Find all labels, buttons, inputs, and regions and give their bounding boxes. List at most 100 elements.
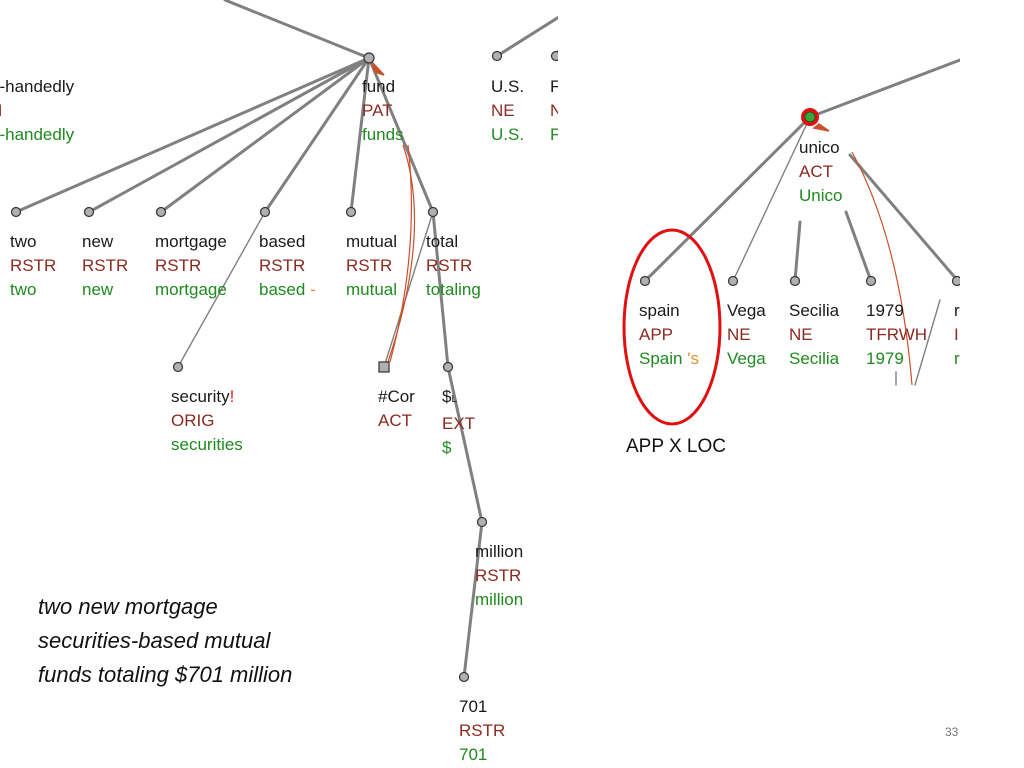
lemma: mortgage xyxy=(155,232,227,251)
edge-fund-mutual xyxy=(349,56,371,214)
edge-unico-cut xyxy=(848,153,960,283)
lemma: Vega xyxy=(727,301,766,320)
form: Vega xyxy=(727,349,766,368)
edge-fund-two xyxy=(14,56,371,214)
edge-total-dollar xyxy=(431,210,450,369)
form: e-handedly xyxy=(0,125,75,144)
form-text: Spain xyxy=(639,349,683,368)
functor: NE xyxy=(727,325,751,344)
form: 1979 xyxy=(866,349,904,368)
node-secilia[interactable] xyxy=(789,275,801,287)
lemma: mutual xyxy=(346,232,398,251)
left-tree-edges xyxy=(10,0,561,683)
functor: RSTR xyxy=(155,256,202,275)
edge-fund-total xyxy=(367,56,435,214)
edge-unico-vega xyxy=(732,116,811,282)
node-million[interactable] xyxy=(476,516,488,528)
coref-arrowhead-left xyxy=(371,61,385,76)
node-label-mutual: mutual RSTR mutual xyxy=(346,230,397,302)
functor: RSTR xyxy=(475,566,522,585)
functor: EXT xyxy=(442,414,476,433)
node-label-fund: fund PAT funds xyxy=(362,75,404,147)
node-dollar[interactable] xyxy=(442,361,454,373)
form: Unico xyxy=(799,186,843,205)
sentence-caption: two new mortgage securities-based mutual… xyxy=(38,590,368,692)
lemma: U.S. xyxy=(491,77,525,96)
functor: ACT xyxy=(799,162,833,181)
caption-line-2: securities-based mutual xyxy=(38,628,271,653)
node-label-two: two RSTR two xyxy=(10,230,56,302)
form: funds xyxy=(362,125,404,144)
lemma: based xyxy=(259,232,306,251)
form: Spain 's xyxy=(639,347,699,371)
lemma: r xyxy=(954,301,960,320)
lemma: #Cor xyxy=(378,387,415,406)
form: new xyxy=(82,280,114,299)
node-label-cut-right: F N F xyxy=(550,75,558,147)
edge-us-root xyxy=(495,15,558,58)
node-mutual[interactable] xyxy=(345,206,357,218)
form: 701 xyxy=(459,745,488,764)
lemma: e-handedly xyxy=(0,77,75,96)
node-mortgage[interactable] xyxy=(155,206,167,218)
lemma: new xyxy=(82,232,114,251)
node-cor[interactable] xyxy=(378,361,390,373)
form: based - xyxy=(259,278,316,302)
edge-fund-mortgage xyxy=(159,56,371,214)
node-label-701: 701 RSTR 701 xyxy=(459,695,505,767)
node-two[interactable] xyxy=(10,206,22,218)
right-tree-edges xyxy=(639,58,962,386)
form: U.S. xyxy=(491,125,525,144)
node-security[interactable] xyxy=(172,361,184,373)
edge-cut-down xyxy=(914,299,941,386)
node-label-based: based RSTR based - xyxy=(259,230,316,302)
node-701[interactable] xyxy=(458,671,470,683)
functor: ORIG xyxy=(171,411,215,430)
node-label-partial: e-handedly N e-handedly xyxy=(0,75,74,147)
functor: RSTR xyxy=(426,256,473,275)
node-us[interactable] xyxy=(491,50,503,62)
lemma: million xyxy=(475,542,524,561)
form-suffix: 's xyxy=(687,349,699,368)
functor: NE xyxy=(789,325,813,344)
node-based[interactable] xyxy=(259,206,271,218)
lemma-mark: ! xyxy=(229,387,235,406)
edge-million-701 xyxy=(462,520,484,679)
lemma: two xyxy=(10,232,37,251)
functor: ACT xyxy=(378,411,412,430)
node-new[interactable] xyxy=(83,206,95,218)
edge-unico-1979 xyxy=(844,210,873,283)
form-suffix: - xyxy=(310,280,316,299)
node-cut-right[interactable] xyxy=(550,50,561,62)
node-vega[interactable] xyxy=(727,275,739,287)
node-root-fund[interactable] xyxy=(363,52,375,64)
caption-line-3: funds totaling $701 million xyxy=(38,662,293,687)
lemma: $L xyxy=(442,385,475,412)
functor: RSTR xyxy=(346,256,393,275)
node-total[interactable] xyxy=(427,206,439,218)
node-1979[interactable] xyxy=(865,275,877,287)
functor: APP xyxy=(639,325,674,344)
coref-arrowhead-right xyxy=(812,123,830,132)
node-spain[interactable] xyxy=(639,275,651,287)
lemma: total xyxy=(426,232,459,251)
node-label-mortgage: mortgage RSTR mortgage xyxy=(155,230,227,302)
node-unico-core xyxy=(804,111,816,123)
node-label-vega: Vega NE Vega xyxy=(727,299,766,371)
node-label-total: total RSTR totaling xyxy=(426,230,481,302)
lemma: 1979 xyxy=(866,301,904,320)
edge-fund-new xyxy=(87,56,371,214)
node-label-new: new RSTR new xyxy=(82,230,128,302)
form: mortgage xyxy=(155,280,227,299)
node-right-cut[interactable] xyxy=(951,275,962,287)
lemma: unico xyxy=(799,138,840,157)
lemma-text: $ xyxy=(442,387,452,406)
lemma: F xyxy=(550,77,558,96)
lemma: 701 xyxy=(459,697,488,716)
form: Secilia xyxy=(789,349,840,368)
functor: NE xyxy=(491,101,515,120)
node-label-secilia: Secilia NE Secilia xyxy=(789,299,839,371)
caption-line-1: two new mortgage xyxy=(38,594,218,619)
